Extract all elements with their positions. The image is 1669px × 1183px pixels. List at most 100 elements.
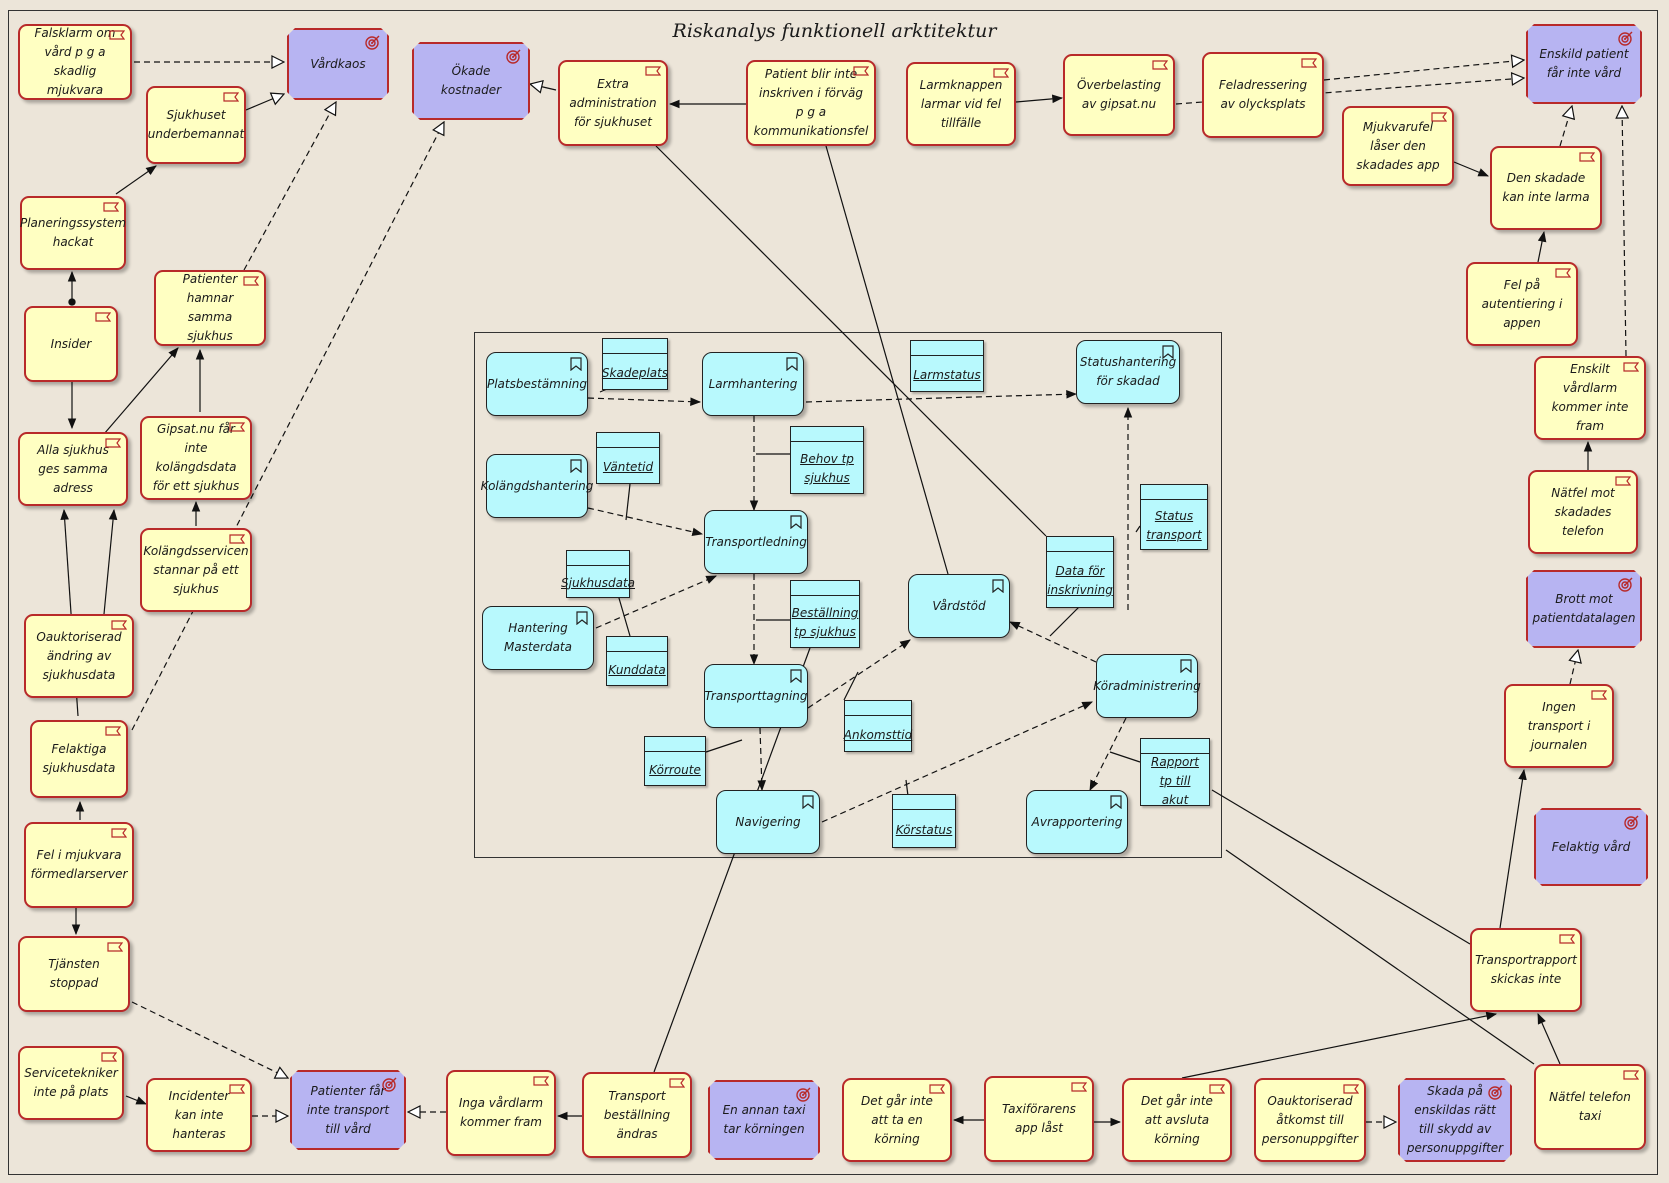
node-enskilt-vardlarm[interactable]: Enskilt vårdlarm kommer inte fram <box>1534 356 1646 440</box>
node-inga-vardlarm[interactable]: Inga vårdlarm kommer fram <box>446 1070 556 1156</box>
node-label: Extra administration för sjukhuset <box>569 76 657 129</box>
node-skadade-larma[interactable]: Den skadade kan inte larma <box>1490 146 1602 230</box>
func-larmhantering[interactable]: Larmhantering <box>702 352 804 416</box>
node-annan-taxi[interactable]: En annan taxi tar körningen <box>708 1080 820 1160</box>
data-skadeplats[interactable]: Skadeplats <box>602 338 668 390</box>
func-statushantering[interactable]: Statushantering för skadad <box>1076 340 1180 404</box>
node-taxiforarens-app[interactable]: Taxiförarens app låst <box>984 1076 1094 1162</box>
flag-icon <box>105 438 121 448</box>
node-enskild-patient-vard[interactable]: Enskild patient får inte vård <box>1526 24 1642 104</box>
node-okade-kostnader[interactable]: Ökade kostnader <box>412 42 530 120</box>
node-label: Patienter får inte transport till vård <box>306 1083 390 1136</box>
data-bestallning-tp[interactable]: Beställning tp sjukhus <box>790 580 860 648</box>
flag-icon <box>101 1052 117 1062</box>
node-fel-autentiering[interactable]: Fel på autentiering i appen <box>1466 262 1578 346</box>
node-label: Insider <box>50 336 92 351</box>
node-mjukvarufel-app[interactable]: Mjukvarufel låser den skadades app <box>1342 106 1454 186</box>
bookmark-icon <box>570 357 582 371</box>
node-label: Transporttagning <box>704 688 808 703</box>
flag-icon <box>1431 112 1447 122</box>
data-data-inskrivning[interactable]: Data för inskrivning <box>1046 536 1114 608</box>
node-label: Servicetekniker inte på plats <box>24 1066 118 1099</box>
node-label: Ökade kostnader <box>440 64 502 97</box>
node-servicetekniker[interactable]: Servicetekniker inte på plats <box>18 1046 124 1120</box>
node-planeringssystem[interactable]: Planeringssystem hackat <box>20 196 126 270</box>
node-larmknappen[interactable]: Larmknappen larmar vid fel tillfälle <box>906 62 1016 146</box>
node-overbelastning[interactable]: Överbelasting av gipsat.nu <box>1063 54 1175 136</box>
flag-icon <box>1623 362 1639 372</box>
node-brott-patientdatalagen[interactable]: Brott mot patientdatalagen <box>1526 570 1642 648</box>
flag-icon <box>1343 1084 1359 1094</box>
data-ankomsttid[interactable]: Ankomsttid <box>844 700 912 752</box>
node-ingen-transport-journalen[interactable]: Ingen transport i journalen <box>1504 684 1614 768</box>
bookmark-icon <box>786 357 798 371</box>
bookmark-icon <box>570 459 582 473</box>
func-avrapportering[interactable]: Avrapportering <box>1026 790 1128 854</box>
node-transport-bestallning[interactable]: Transport beställning ändras <box>582 1072 692 1158</box>
node-insider[interactable]: Insider <box>24 306 118 382</box>
data-status-transport[interactable]: Status transport <box>1140 484 1208 550</box>
node-patienter-transport[interactable]: Patienter får inte transport till vård <box>290 1070 406 1150</box>
node-natfel-skadades[interactable]: Nätfel mot skadades telefon <box>1528 470 1638 554</box>
node-label: Kunddata <box>608 662 666 677</box>
data-behov-tp[interactable]: Behov tp sjukhus <box>790 426 864 494</box>
flag-icon <box>111 828 127 838</box>
node-alla-sjukhus[interactable]: Alla sjukhus ges samma adress <box>18 432 128 506</box>
node-label: Statushantering för skadad <box>1079 355 1177 388</box>
node-falsklarm[interactable]: Falsklarm om vård p g a skadlig mjukvara <box>18 24 132 100</box>
func-kolangdshantering[interactable]: Kolängdshantering <box>481 454 593 518</box>
node-avsluta-korning[interactable]: Det går inte att avsluta körning <box>1122 1078 1232 1162</box>
node-felaktig-vard[interactable]: Felaktig vård <box>1534 808 1648 886</box>
data-rapport-tp[interactable]: Rapport tp till akut <box>1140 738 1210 807</box>
func-navigering[interactable]: Navigering <box>716 790 820 854</box>
node-felaktiga-sjukhusdata[interactable]: Felaktiga sjukhusdata <box>30 720 128 798</box>
data-korroute[interactable]: Körroute <box>644 736 706 786</box>
node-oauktoriserad-atkomst[interactable]: Oauktoriserad åtkomst till personuppgift… <box>1254 1078 1366 1162</box>
node-incidenter[interactable]: Incidenter kan inte hanteras <box>146 1078 252 1152</box>
node-kolangdsservicen[interactable]: Kolängdsservicen stannar på ett sjukhus <box>140 528 252 612</box>
node-gipsat-kolangd[interactable]: Gipsat.nu får inte kolängdsdata för ett … <box>140 416 252 500</box>
data-kunddata[interactable]: Kunddata <box>606 636 668 686</box>
node-sjukhuset-underbemannat[interactable]: Sjukhuset underbemannat <box>146 86 246 164</box>
func-transportledning[interactable]: Transportledning <box>704 510 808 574</box>
node-vardkaos[interactable]: Vårdkaos <box>287 28 389 100</box>
node-label: Fel i mjukvara förmedlarserver <box>30 848 128 881</box>
flag-icon <box>1555 268 1571 278</box>
node-feladressering[interactable]: Feladressering av olycksplats <box>1202 52 1324 138</box>
data-larmstatus[interactable]: Larmstatus <box>910 340 984 392</box>
func-koradministrering[interactable]: Köradministrering <box>1093 654 1201 718</box>
node-transportrapport[interactable]: Transportrapport skickas inte <box>1470 928 1582 1012</box>
node-fel-mjukvara[interactable]: Fel i mjukvara förmedlarserver <box>24 822 134 908</box>
target-icon <box>1488 1084 1504 1100</box>
node-label: Körstatus <box>895 822 953 837</box>
node-label: Sjukhuset underbemannat <box>147 108 245 141</box>
node-label: Kolängdsservicen stannar på ett sjukhus <box>143 543 249 596</box>
data-sjukhusdata[interactable]: Sjukhusdata <box>561 550 635 598</box>
node-label: Skadeplats <box>601 365 669 380</box>
func-transporttagning[interactable]: Transporttagning <box>704 664 808 728</box>
node-oauktoriserad-andring[interactable]: Oauktoriserad ändring av sjukhusdata <box>24 614 134 698</box>
node-ta-korning[interactable]: Det går inte att ta en körning <box>842 1078 952 1162</box>
node-tjansten-stoppad[interactable]: Tjänsten stoppad <box>18 936 130 1012</box>
diagram-frame <box>8 10 1658 1175</box>
func-platsbestamning[interactable]: Platsbestämning <box>486 352 588 416</box>
node-label: Tjänsten stoppad <box>48 957 100 990</box>
node-label: Vårdstöd <box>932 598 986 613</box>
flag-icon <box>993 68 1009 78</box>
node-extra-admin[interactable]: Extra administration för sjukhuset <box>558 60 668 146</box>
bookmark-icon <box>1162 345 1174 359</box>
func-vardstod[interactable]: Vårdstöd <box>908 574 1010 638</box>
func-hantering-masterdata[interactable]: Hantering Masterdata <box>482 606 594 670</box>
data-vantetid[interactable]: Väntetid <box>596 432 660 484</box>
node-skada-enskildas[interactable]: Skada på enskildas rätt till skydd av pe… <box>1398 1078 1512 1162</box>
node-label: Nätfel mot skadades telefon <box>1551 485 1615 538</box>
bookmark-icon <box>802 795 814 809</box>
node-label: Navigering <box>735 814 801 829</box>
node-patient-inskriven[interactable]: Patient blir inte inskriven i förväg p g… <box>746 60 876 146</box>
target-icon <box>365 34 381 50</box>
node-label: Inga vårdlarm kommer fram <box>458 1096 544 1129</box>
node-label: Väntetid <box>602 459 654 474</box>
node-natfel-telefon-taxi[interactable]: Nätfel telefon taxi <box>1534 1064 1646 1150</box>
data-korstatus[interactable]: Körstatus <box>892 794 956 848</box>
node-patienter-hamnar[interactable]: Patienter hamnar samma sjukhus <box>154 270 266 346</box>
